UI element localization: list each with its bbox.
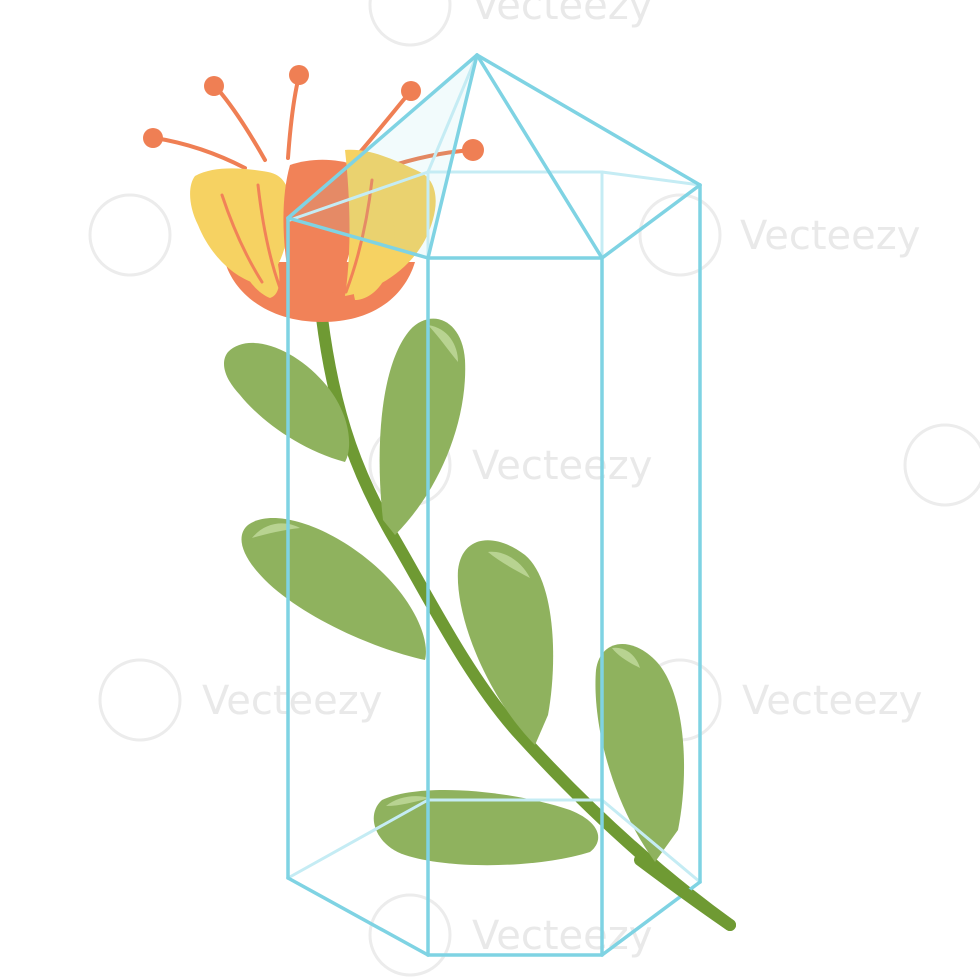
watermark-text: Vecteezy bbox=[202, 678, 382, 724]
watermark-7: Vecteezy bbox=[368, 893, 652, 977]
leaf-upper-right bbox=[379, 318, 466, 535]
leaf-bottom bbox=[373, 789, 599, 866]
leaves bbox=[224, 318, 685, 866]
vecteezy-logo-icon bbox=[98, 658, 182, 742]
watermark-text: Vecteezy bbox=[472, 0, 652, 29]
vecteezy-logo-icon bbox=[368, 0, 452, 47]
watermark-text: Vecteezy bbox=[742, 678, 922, 724]
terrarium-roof-face-left bbox=[288, 55, 477, 258]
watermark-2: Vecteezy bbox=[638, 193, 920, 277]
watermark-4 bbox=[903, 423, 980, 507]
flower-stem bbox=[316, 312, 736, 931]
petal-front-left bbox=[230, 200, 280, 298]
stamen-2 bbox=[213, 84, 267, 162]
watermark-5: Vecteezy bbox=[98, 658, 382, 742]
watermark-text: Vecteezy bbox=[472, 913, 652, 959]
watermark-3: Vecteezy bbox=[368, 423, 652, 507]
watermark-8: Vecteezy bbox=[368, 0, 652, 47]
watermark-layer: Vecteezy Vecteezy Vecteezy Vecteezy Vect… bbox=[88, 0, 980, 977]
vecteezy-logo-icon bbox=[903, 423, 980, 507]
petal-front-right bbox=[353, 205, 395, 300]
watermark-text: Vecteezy bbox=[740, 213, 920, 259]
watermark-6: Vecteezy bbox=[638, 658, 922, 742]
leaf-far-right bbox=[595, 643, 685, 862]
stamen-tips bbox=[143, 65, 484, 161]
glass-terrarium bbox=[286, 53, 702, 957]
flower-stem-tip bbox=[634, 854, 736, 931]
stamen-1 bbox=[153, 136, 247, 170]
vecteezy-logo-icon bbox=[368, 893, 452, 977]
stamen-3 bbox=[286, 74, 301, 160]
terrarium-front-edges bbox=[286, 53, 702, 957]
leaf-center-right bbox=[457, 540, 554, 745]
vecteezy-logo-icon bbox=[88, 193, 172, 277]
vecteezy-logo-icon bbox=[638, 193, 722, 277]
watermark-text: Vecteezy bbox=[472, 443, 652, 489]
